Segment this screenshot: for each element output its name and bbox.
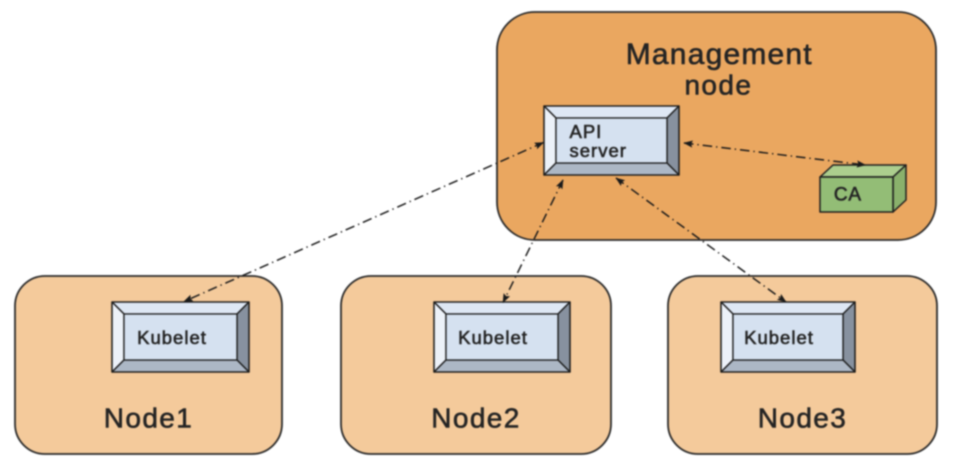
svg-text:Kubelet: Kubelet [137,327,207,348]
svg-text:API: API [570,121,603,142]
svg-text:Node3: Node3 [758,402,848,433]
svg-text:Node1: Node1 [104,402,194,433]
svg-text:CA: CA [834,185,862,206]
svg-text:node: node [684,70,752,101]
svg-text:Management: Management [626,38,813,71]
svg-text:Kubelet: Kubelet [458,327,528,348]
svg-text:server: server [570,140,627,161]
svg-text:Node2: Node2 [431,402,521,433]
svg-text:Kubelet: Kubelet [744,327,814,348]
